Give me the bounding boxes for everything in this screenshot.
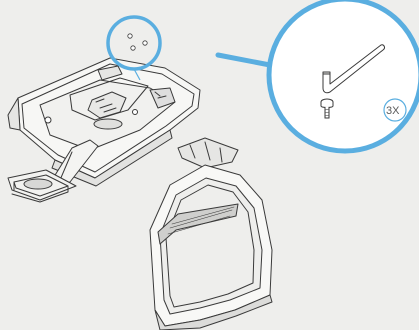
- quantity-label: 3X: [386, 105, 399, 117]
- callout-connector: [218, 55, 270, 65]
- screw-icon: [128, 34, 147, 50]
- parts-detail-callout: [269, 0, 419, 151]
- backrest-frame: [150, 138, 272, 330]
- seat-assembly: [8, 58, 200, 202]
